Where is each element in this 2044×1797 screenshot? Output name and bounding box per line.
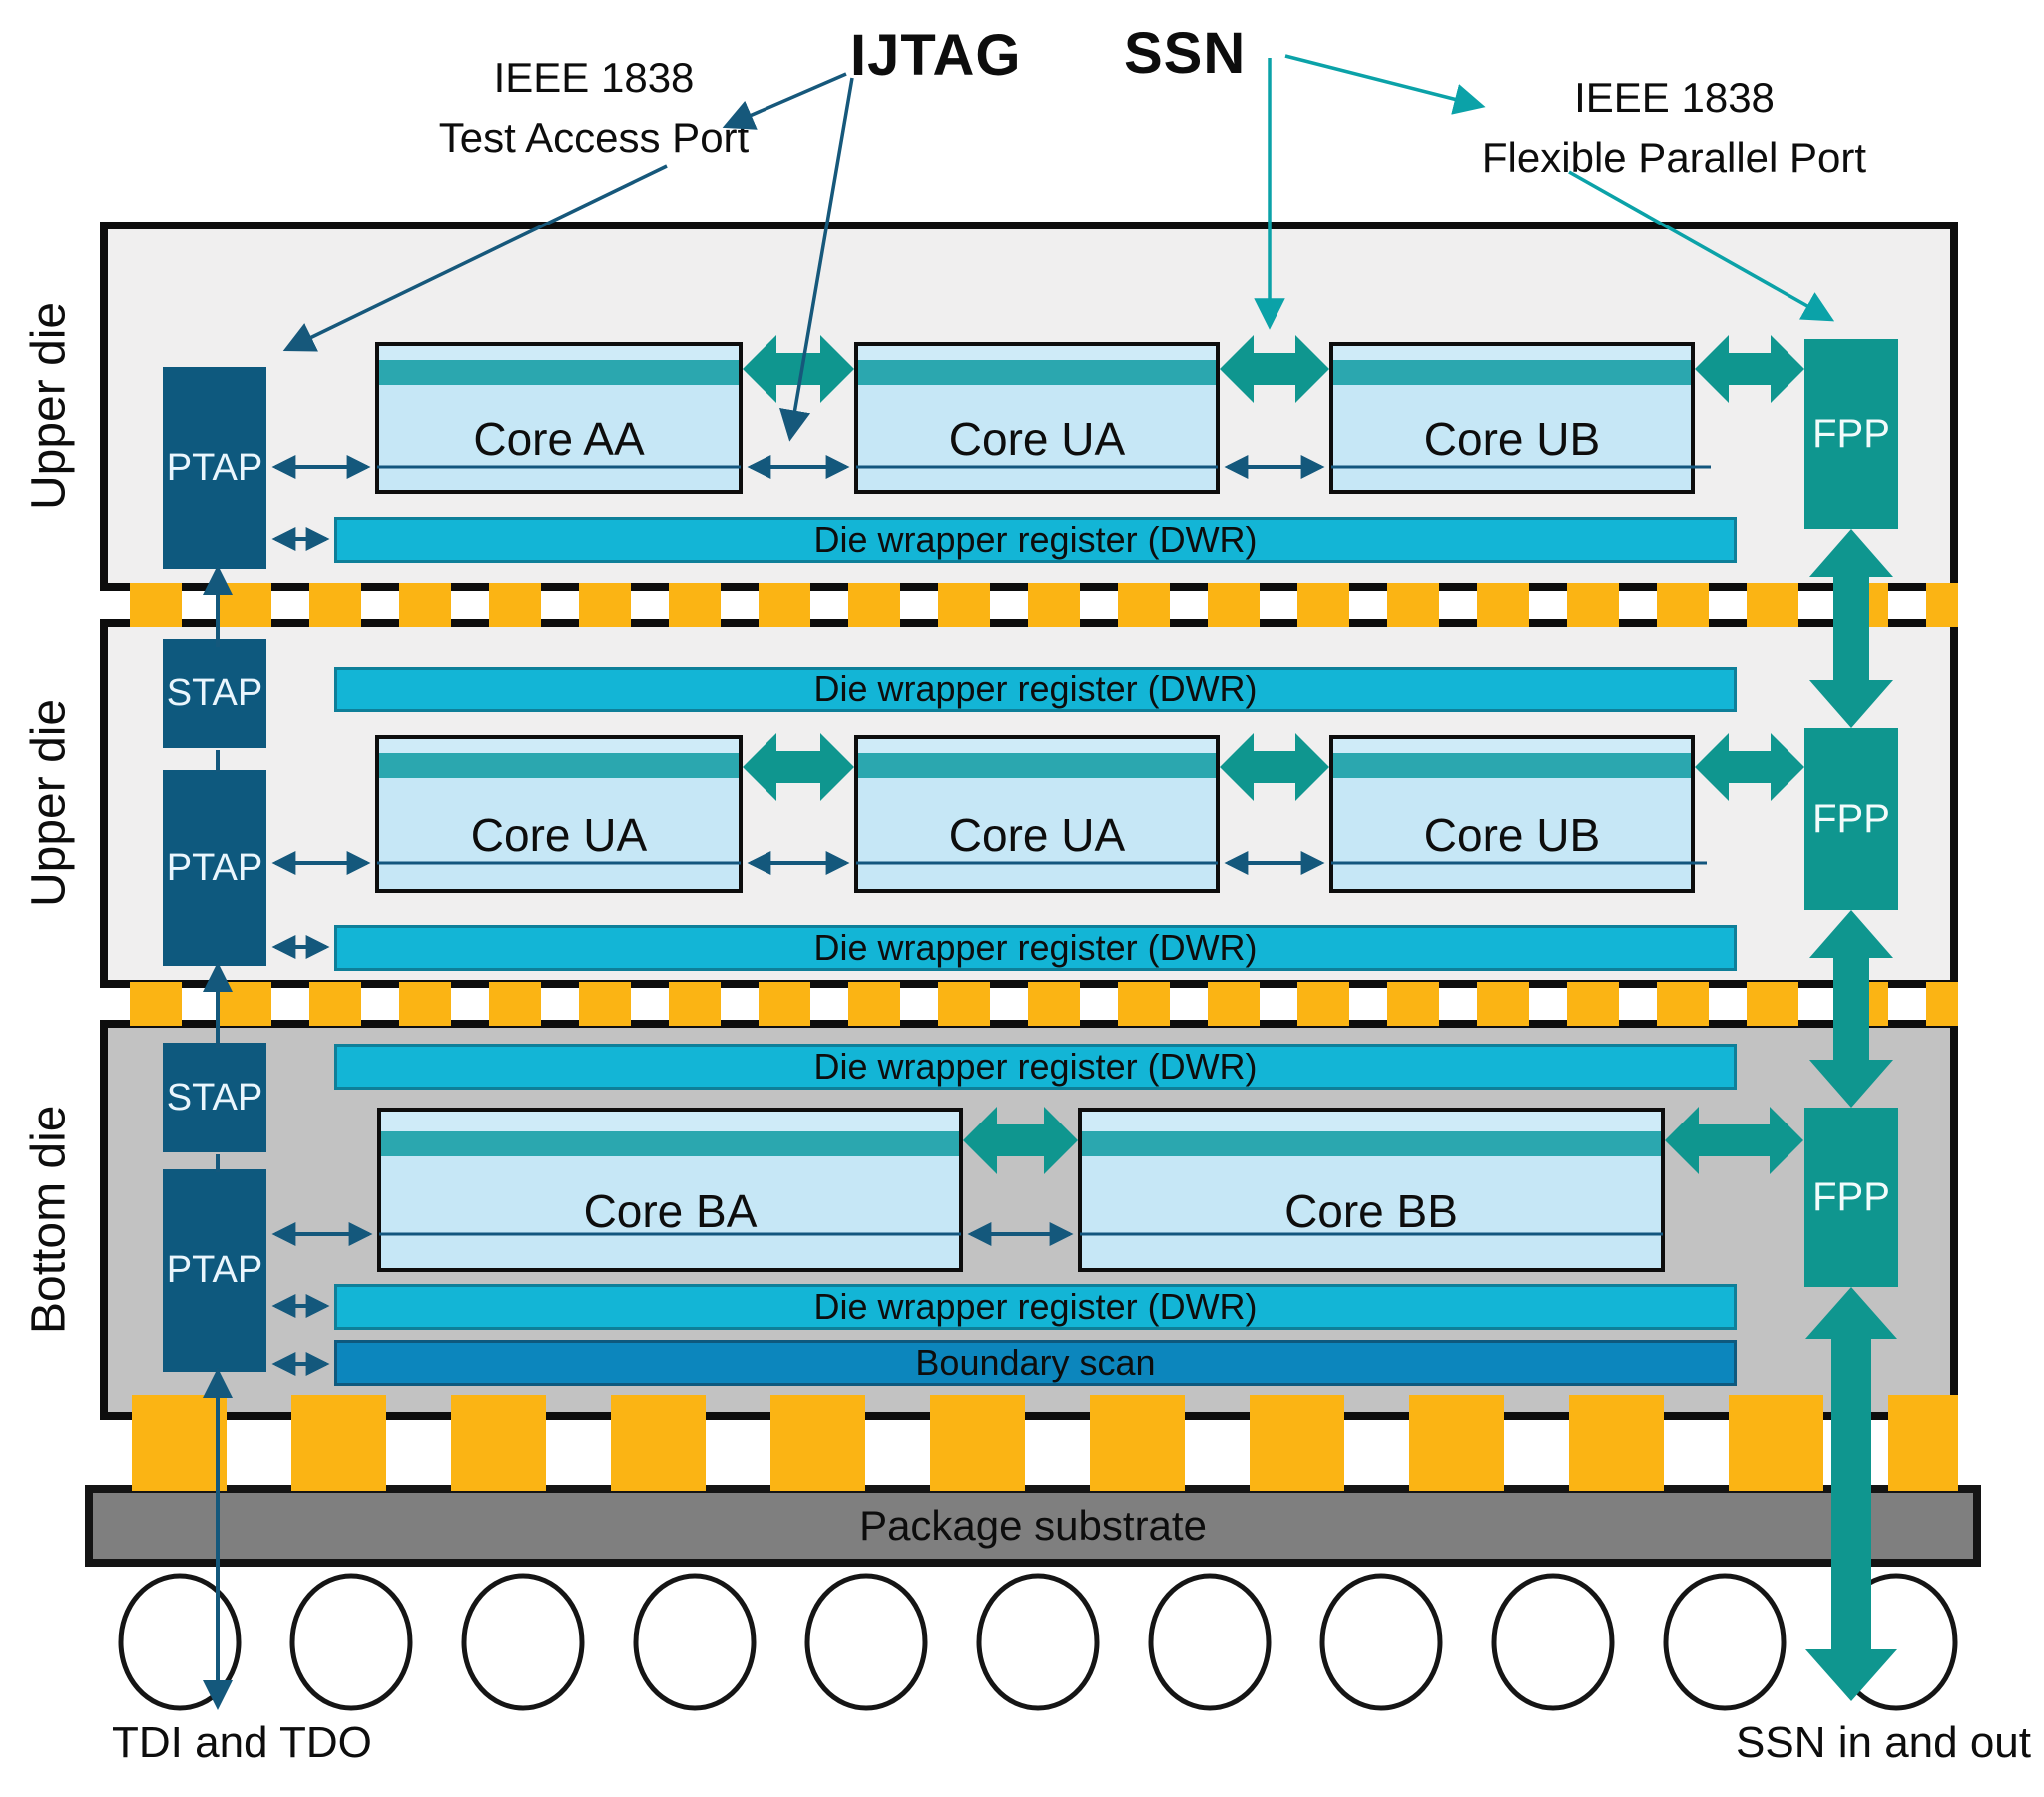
solder-balls <box>118 1573 1958 1711</box>
dwr-top-bar-die2: Die wrapper register (DWR) <box>334 667 1737 712</box>
fpp-annotation-line1: IEEE 1838 <box>1574 74 1775 121</box>
core-scan-band <box>381 1131 959 1156</box>
dwr-bar-die1: Die wrapper register (DWR) <box>334 517 1737 563</box>
core-aa-die1: Core AA <box>375 342 743 494</box>
core-scan-band <box>379 360 739 385</box>
core-bb-die3: Core BB <box>1078 1108 1665 1272</box>
solder-ball <box>1834 1573 1958 1711</box>
ptap-box-die2: PTAP <box>163 770 266 966</box>
solder-ball <box>1319 1573 1443 1711</box>
core-scan-band <box>1082 1131 1661 1156</box>
fpp-box-die2: FPP <box>1804 728 1898 910</box>
core-topstrip <box>1082 1112 1661 1131</box>
ssn-in-out-label: SSN in and out <box>1736 1718 2031 1767</box>
core-label: Core AA <box>473 413 645 465</box>
ptap-box-die3: PTAP <box>163 1169 266 1372</box>
solder-ball <box>461 1573 585 1711</box>
core-ub-die2: Core UB <box>1329 735 1695 893</box>
package-bump-strip <box>100 1395 1958 1491</box>
solder-ball <box>1491 1573 1615 1711</box>
core-topstrip <box>858 739 1216 753</box>
solder-ball <box>1663 1573 1787 1711</box>
core-topstrip <box>381 1112 959 1131</box>
core-ba-die3: Core BA <box>377 1108 963 1272</box>
core-topstrip <box>1333 346 1691 360</box>
core-label: Core BA <box>583 1184 758 1237</box>
core-scan-band <box>858 360 1216 385</box>
fpp-box-die1: FPP <box>1804 339 1898 529</box>
core-scan-band <box>1333 753 1691 778</box>
core-label: Core UA <box>470 809 648 861</box>
solder-ball <box>633 1573 757 1711</box>
solder-ball <box>1148 1573 1272 1711</box>
core-scan-band <box>1333 360 1691 385</box>
boundary-scan-bar: Boundary scan <box>334 1340 1737 1386</box>
core-topstrip <box>379 739 739 753</box>
microbump-strip-1 <box>100 583 1958 627</box>
core-ub-die1: Core UB <box>1329 342 1695 494</box>
solder-ball <box>804 1573 928 1711</box>
dwr-top-bar-die3: Die wrapper register (DWR) <box>334 1044 1737 1090</box>
chain-down-arrowhead <box>203 1680 233 1710</box>
core-ua-die1: Core UA <box>854 342 1220 494</box>
core-label: Core UA <box>948 809 1126 861</box>
tdi-tdo-label: TDI and TDO <box>112 1718 372 1767</box>
core-ua1-die2: Core UA <box>375 735 743 893</box>
solder-ball <box>118 1573 242 1711</box>
die-upper-1-name: Upper die <box>22 301 76 511</box>
fpp-annotation-line2: Flexible Parallel Port <box>1481 133 1867 181</box>
fpp-box-die3: FPP <box>1804 1108 1898 1287</box>
core-topstrip <box>1333 739 1691 753</box>
core-scan-band <box>379 753 739 778</box>
core-label: Core UA <box>948 413 1126 465</box>
core-label: Core UB <box>1423 413 1601 465</box>
core-topstrip <box>858 346 1216 360</box>
tap-annotation-label: IEEE 1838 Test Access Port <box>394 48 793 167</box>
ijtag-label: IJTAG <box>850 23 1022 88</box>
fpp-annotation-label: IEEE 1838 Flexible Parallel Port <box>1417 68 1931 187</box>
core-label: Core BB <box>1284 1184 1458 1237</box>
dwr-bottom-bar-die2: Die wrapper register (DWR) <box>334 925 1737 971</box>
ssn-label: SSN <box>1124 21 1247 86</box>
microbump-strip-2 <box>100 982 1958 1026</box>
tap-annotation-line2: Test Access Port <box>438 113 750 161</box>
solder-ball <box>289 1573 413 1711</box>
core-ua2-die2: Core UA <box>854 735 1220 893</box>
stap-box-die3: STAP <box>163 1043 266 1152</box>
package-substrate: Package substrate <box>85 1485 1981 1567</box>
dwr-bottom-bar-die3: Die wrapper register (DWR) <box>334 1284 1737 1330</box>
ptap-box-die1: PTAP <box>163 367 266 569</box>
stap-box-die2: STAP <box>163 639 266 748</box>
die-bottom-name: Bottom die <box>22 1105 76 1335</box>
tap-annotation-line1: IEEE 1838 <box>493 54 695 101</box>
core-label: Core UB <box>1423 809 1601 861</box>
core-scan-band <box>858 753 1216 778</box>
die-upper-2-name: Upper die <box>22 698 76 908</box>
solder-ball <box>976 1573 1100 1711</box>
